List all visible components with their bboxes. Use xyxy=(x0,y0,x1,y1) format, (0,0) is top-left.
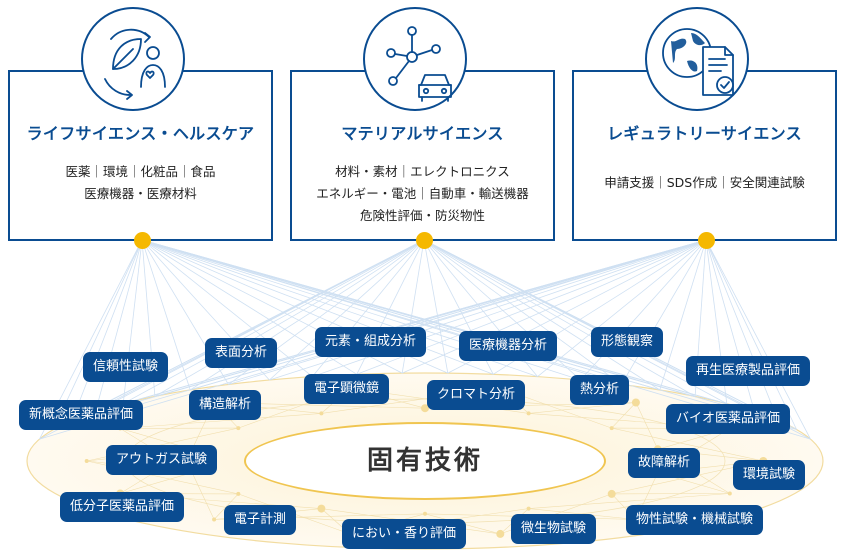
tag-small-molecule-evaluation[interactable]: 低分子医薬品評価 xyxy=(60,492,185,522)
connection-line xyxy=(141,239,779,421)
connection-line xyxy=(95,239,143,412)
card-line: 医薬｜環境｜化粧品｜食品 xyxy=(65,164,216,179)
tag-physical-mechanical-test[interactable]: 物性試験・機械試験 xyxy=(626,505,764,535)
tag-biopharma-evaluation[interactable]: バイオ医薬品評価 xyxy=(666,404,791,434)
card-line: 申請支援｜SDS作成｜安全関連試験 xyxy=(604,175,805,190)
mesh-node xyxy=(609,426,614,431)
tag-microbiology-test[interactable]: 微生物試験 xyxy=(511,514,597,544)
connection-line xyxy=(423,239,661,391)
mesh-node xyxy=(496,529,505,538)
mesh-node xyxy=(319,411,324,416)
tag-morphology-observation[interactable]: 形態観察 xyxy=(591,327,664,357)
mesh-line xyxy=(611,427,764,462)
connection-line xyxy=(141,239,313,377)
mesh-node xyxy=(526,506,531,511)
tag-electron-microscope[interactable]: 電子顕微鏡 xyxy=(304,374,390,404)
connection-line xyxy=(154,239,425,397)
connection-line xyxy=(537,239,707,377)
connection-line xyxy=(705,239,779,421)
tag-outgas-test[interactable]: アウトガス試験 xyxy=(106,445,218,475)
connection-line xyxy=(228,239,707,385)
card-title: ライフサイエンス・ヘルスケア xyxy=(26,124,255,143)
mesh-node xyxy=(423,511,427,516)
card-line: エネルギー・電池｜自動車・輸送機器 xyxy=(316,186,529,201)
mesh-node xyxy=(607,489,616,498)
mesh-line xyxy=(635,402,659,450)
molecule-car-icon xyxy=(363,7,467,111)
mesh-line xyxy=(120,472,193,494)
card-description: 材料・素材｜エレクトロニクス エネルギー・電池｜自動車・輸送機器 危険性評価・防… xyxy=(292,161,553,227)
connection-line xyxy=(402,239,707,374)
connection-line xyxy=(53,239,143,430)
card-description: 申請支援｜SDS作成｜安全関連試験 xyxy=(574,172,835,194)
tag-thermal-analysis[interactable]: 熱分析 xyxy=(570,375,630,405)
card-title: マテリアルサイエンス xyxy=(341,124,504,143)
tag-elemental-analysis[interactable]: 元素・組成分析 xyxy=(315,327,427,357)
card-description: 医薬｜環境｜化粧品｜食品 医療機器・医療材料 xyxy=(10,161,271,205)
tag-chromatography[interactable]: クロマト分析 xyxy=(427,380,526,410)
card-line: 材料・素材｜エレクトロニクス xyxy=(335,164,510,179)
connection-line xyxy=(423,239,727,404)
card-title: レギュラトリーサイエンス xyxy=(607,124,802,143)
connection-line xyxy=(621,239,707,385)
connection-line xyxy=(705,239,811,440)
tag-novel-drug-evaluation[interactable]: 新概念医薬品評価 xyxy=(19,400,144,430)
connector-dot xyxy=(698,232,715,249)
mesh-node xyxy=(317,504,326,513)
connection-line xyxy=(659,239,707,391)
core-technology-oval xyxy=(244,422,606,500)
connector-dot xyxy=(134,232,151,249)
connection-line xyxy=(141,239,494,375)
mesh-line xyxy=(120,413,322,429)
tag-environmental-test[interactable]: 環境試験 xyxy=(733,460,806,490)
tag-failure-analysis[interactable]: 故障解析 xyxy=(628,448,701,478)
connection-line xyxy=(423,239,449,374)
tag-structural-analysis[interactable]: 構造解析 xyxy=(189,390,262,420)
connection-line xyxy=(71,239,143,421)
mesh-line xyxy=(191,472,215,520)
core-technology-label: 固有技術 xyxy=(366,446,483,476)
card-line: 危険性評価・防災物性 xyxy=(359,208,485,223)
leaf-heart-icon xyxy=(81,7,185,111)
connection-line xyxy=(95,239,425,412)
tag-electronic-measurement[interactable]: 電子計測 xyxy=(224,505,297,535)
globe-document-icon xyxy=(645,7,749,111)
connection-line xyxy=(423,239,696,397)
tag-medical-device-analysis[interactable]: 医療機器分析 xyxy=(459,331,558,361)
card-line: 医療機器・医療材料 xyxy=(84,186,197,201)
mesh-node xyxy=(526,411,531,416)
connection-line xyxy=(423,239,622,385)
mesh-node xyxy=(236,491,241,496)
connection-line xyxy=(705,239,797,430)
mesh-line xyxy=(528,493,730,509)
connection-line xyxy=(269,239,425,381)
mesh-node xyxy=(212,517,217,522)
mesh-node xyxy=(236,426,241,431)
connector-dot xyxy=(416,232,433,249)
connection-line xyxy=(154,239,707,397)
tag-regenerative-medicine-evaluation[interactable]: 再生医療製品評価 xyxy=(686,356,811,386)
connection-line xyxy=(190,239,707,391)
connection-line xyxy=(123,239,425,404)
connection-line xyxy=(71,239,425,421)
tag-odor-evaluation[interactable]: におい・香り評価 xyxy=(342,519,467,549)
tag-reliability-test[interactable]: 信頼性試験 xyxy=(83,352,169,382)
mesh-node xyxy=(84,459,89,463)
tag-surface-analysis[interactable]: 表面分析 xyxy=(205,338,278,368)
mesh-node xyxy=(631,398,640,407)
mesh-line xyxy=(611,402,637,429)
